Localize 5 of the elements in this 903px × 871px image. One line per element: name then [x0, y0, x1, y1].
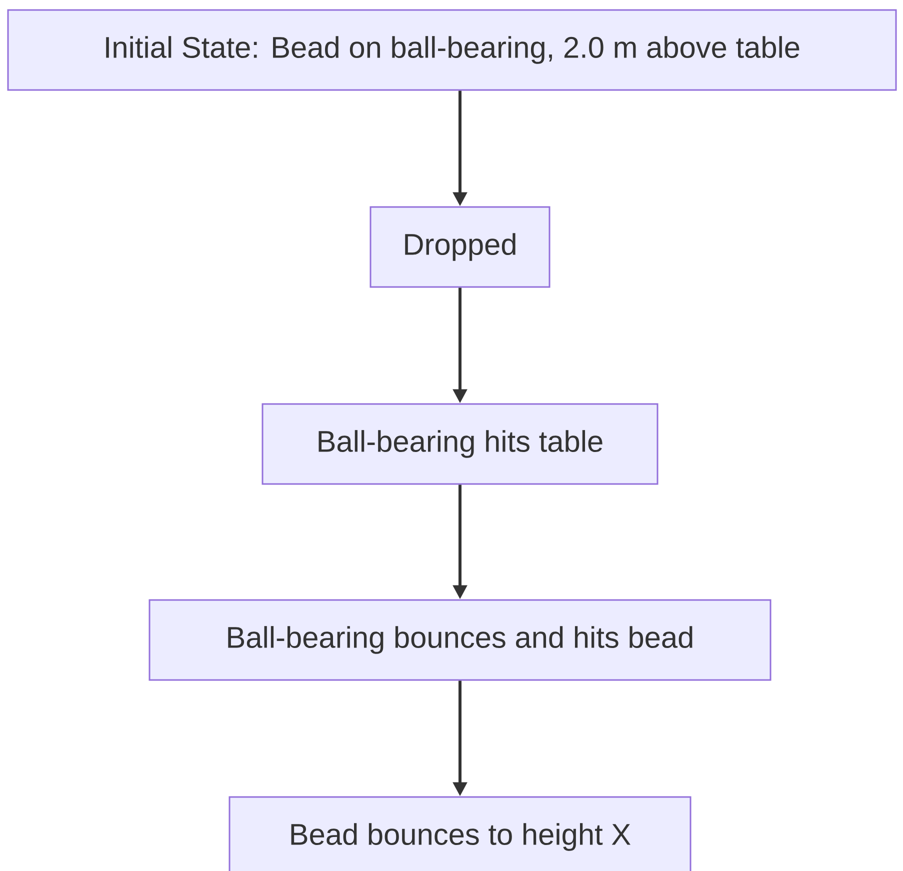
process-box: Ball-bearing bounces and hits bead: [148, 599, 772, 681]
process-box: Bead bounces to height X: [228, 796, 692, 871]
process-box: Initial State: Bead on ball-bearing, 2.0 m above table: [7, 9, 897, 91]
process-box: Ball-bearing hits table: [262, 403, 658, 485]
process-box: Dropped: [370, 206, 550, 288]
